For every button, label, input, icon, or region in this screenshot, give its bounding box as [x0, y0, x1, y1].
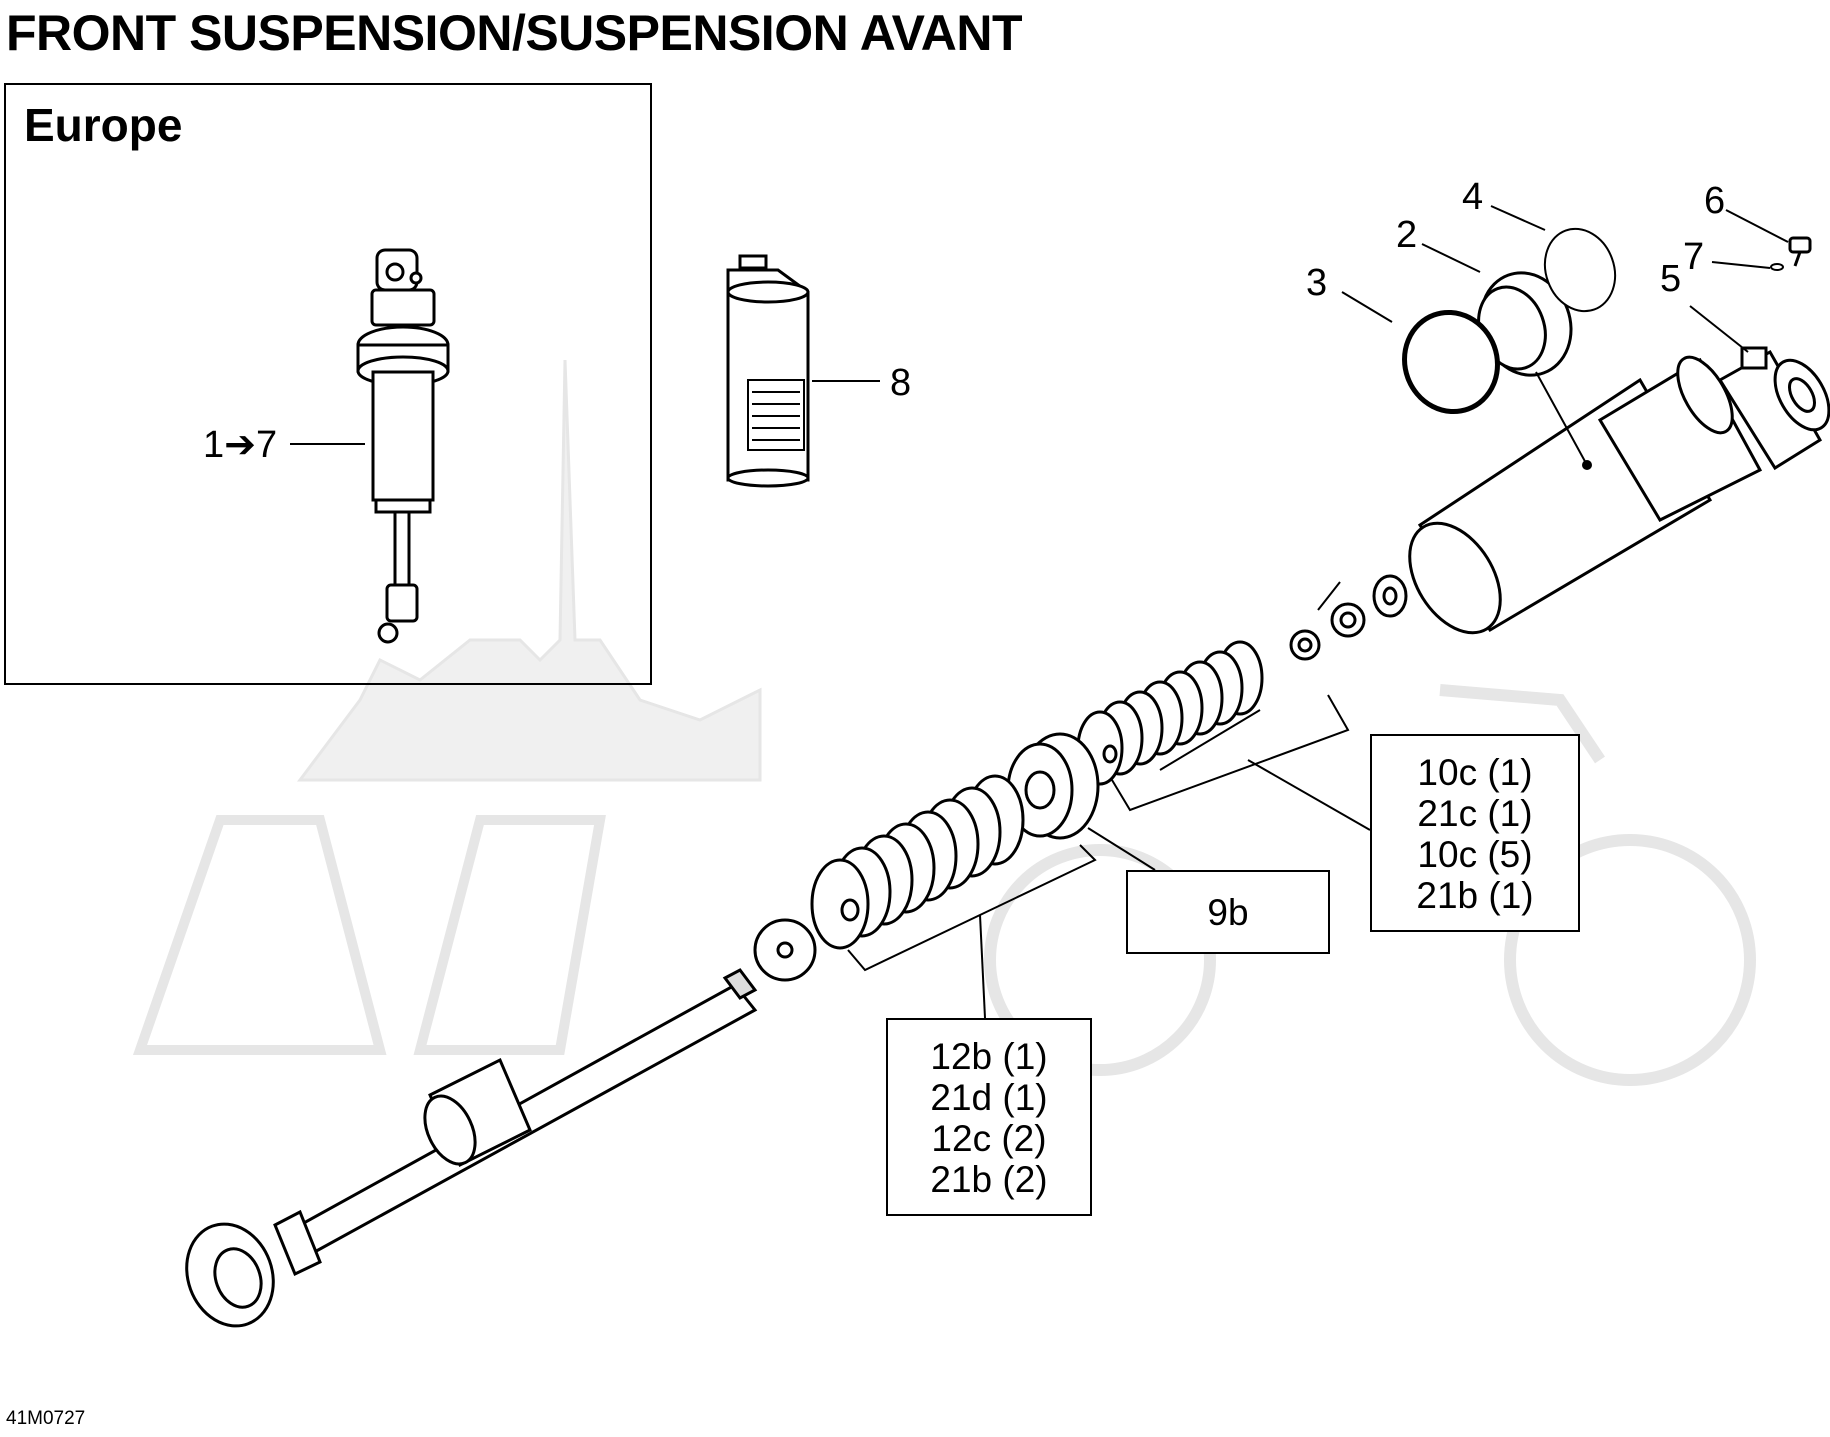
parts-box-line: 21b (2)	[930, 1159, 1048, 1200]
shaft-assembly	[185, 968, 758, 1328]
leader-piston	[1087, 827, 1156, 871]
parts-box-line: 12c (2)	[931, 1118, 1047, 1159]
shock-body	[1408, 346, 1830, 635]
page-title: FRONT SUSPENSION/SUSPENSION AVANT	[6, 5, 1023, 61]
parts-box-line: 10c (1)	[1417, 752, 1533, 793]
callout-3: 3	[1306, 262, 1328, 304]
nut-washers	[1289, 574, 1408, 661]
oil-bottle-icon	[726, 254, 810, 488]
callout-5: 5	[1660, 258, 1682, 300]
parts-box-lower: 12b (1) 21d (1) 12c (2) 21b (2)	[886, 1018, 1092, 1216]
inset-label: Europe	[24, 99, 183, 151]
callout-8: 8	[890, 362, 912, 404]
diagram-code: 41M0727	[6, 1408, 86, 1429]
shock-absorber-icon	[356, 248, 450, 644]
callout-6: 6	[1704, 180, 1726, 222]
parts-box-line: 21d (1)	[930, 1077, 1048, 1118]
parts-box-line: 10c (5)	[1417, 834, 1533, 875]
parts-box-mid: 9b	[1126, 870, 1330, 954]
upper-shim-stack	[1076, 640, 1264, 786]
callout-4: 4	[1462, 176, 1484, 218]
seal-parts	[1402, 227, 1812, 415]
europe-inset-frame	[4, 83, 652, 685]
parts-box-line: 12b (1)	[930, 1036, 1048, 1077]
parts-box-line: 21c (1)	[1417, 793, 1533, 834]
callout-1-7: 1➔7	[203, 424, 278, 466]
parts-box-line: 9b	[1207, 892, 1249, 933]
parts-box-line: 21b (1)	[1416, 875, 1534, 916]
parts-box-upper: 10c (1) 21c (1) 10c (5) 21b (1)	[1370, 734, 1580, 932]
callout-leaders	[1159, 205, 1789, 771]
leader-lower-box	[979, 914, 986, 1019]
watermark	[132, 359, 1756, 1086]
bracket-upper	[1111, 694, 1350, 812]
leader-upper-box	[1247, 759, 1371, 831]
lower-shim-stack	[753, 774, 1025, 982]
callout-2: 2	[1396, 214, 1418, 256]
callout-7: 7	[1683, 236, 1705, 278]
